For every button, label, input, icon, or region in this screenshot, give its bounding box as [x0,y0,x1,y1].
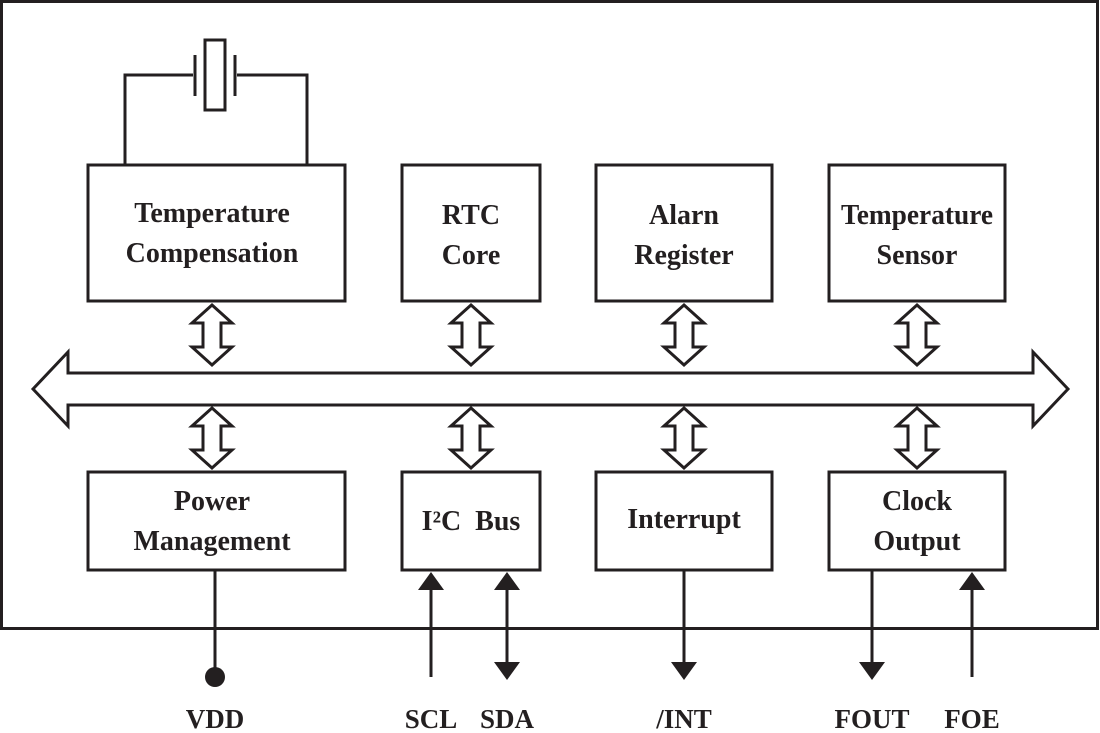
bus-link-arrow [447,302,495,368]
block-label-line: Core [442,240,501,271]
sda-arrow [494,572,520,680]
pin-label-scl: SCL [405,704,458,733]
internal-bus-arrow [30,348,1071,430]
bus-link-arrow [660,302,708,368]
fout-arrow [859,570,885,680]
pin-label-foe: FOE [944,704,1000,733]
bus-link-arrow [893,302,941,368]
scl-arrow [418,572,444,677]
block-label-line: Power [174,486,250,517]
bus-link-arrow [188,302,236,368]
block-label-line: Interrupt [627,504,741,535]
bus-link-arrow [447,405,495,471]
i2c-bus-block: I²C Bus [400,470,542,572]
block-label-line: Output [873,526,961,557]
bus-link-arrow [893,405,941,471]
pin-label-int: /INT [655,704,712,733]
rtc-core-block: RTC Core [400,163,542,303]
temperature-compensation-block: Temperature Compensation [86,163,347,303]
int-arrow [671,570,697,680]
alarm-register-block: Alarn Register [594,163,774,303]
power-management-block: Power Management [86,470,347,572]
block-label-line: I²C Bus [422,506,521,537]
foe-arrow [959,572,985,677]
block-label-line: Temperature [134,198,290,229]
bus-link-arrow [660,405,708,471]
vdd-connection [205,570,225,687]
block-label-line: Register [634,240,734,271]
block-label-line: Management [133,526,291,557]
crystal-icon [123,38,309,164]
pin-label-fout: FOUT [834,704,909,733]
block-label-line: Clock [882,486,952,517]
block-label-line: Compensation [126,238,299,269]
bus-link-arrow [188,405,236,471]
block-label-line: RTC [442,200,500,231]
block-label-line: Alarn [649,200,719,231]
chip-outline [0,0,1099,630]
interrupt-block: Interrupt [594,470,774,572]
pin-label-vdd: VDD [186,704,245,733]
block-label-line: Sensor [877,240,958,271]
clock-output-block: Clock Output [827,470,1007,572]
temperature-sensor-block: Temperature Sensor [827,163,1007,303]
pin-label-sda: SDA [480,704,535,733]
block-label-line: Temperature [841,200,993,231]
